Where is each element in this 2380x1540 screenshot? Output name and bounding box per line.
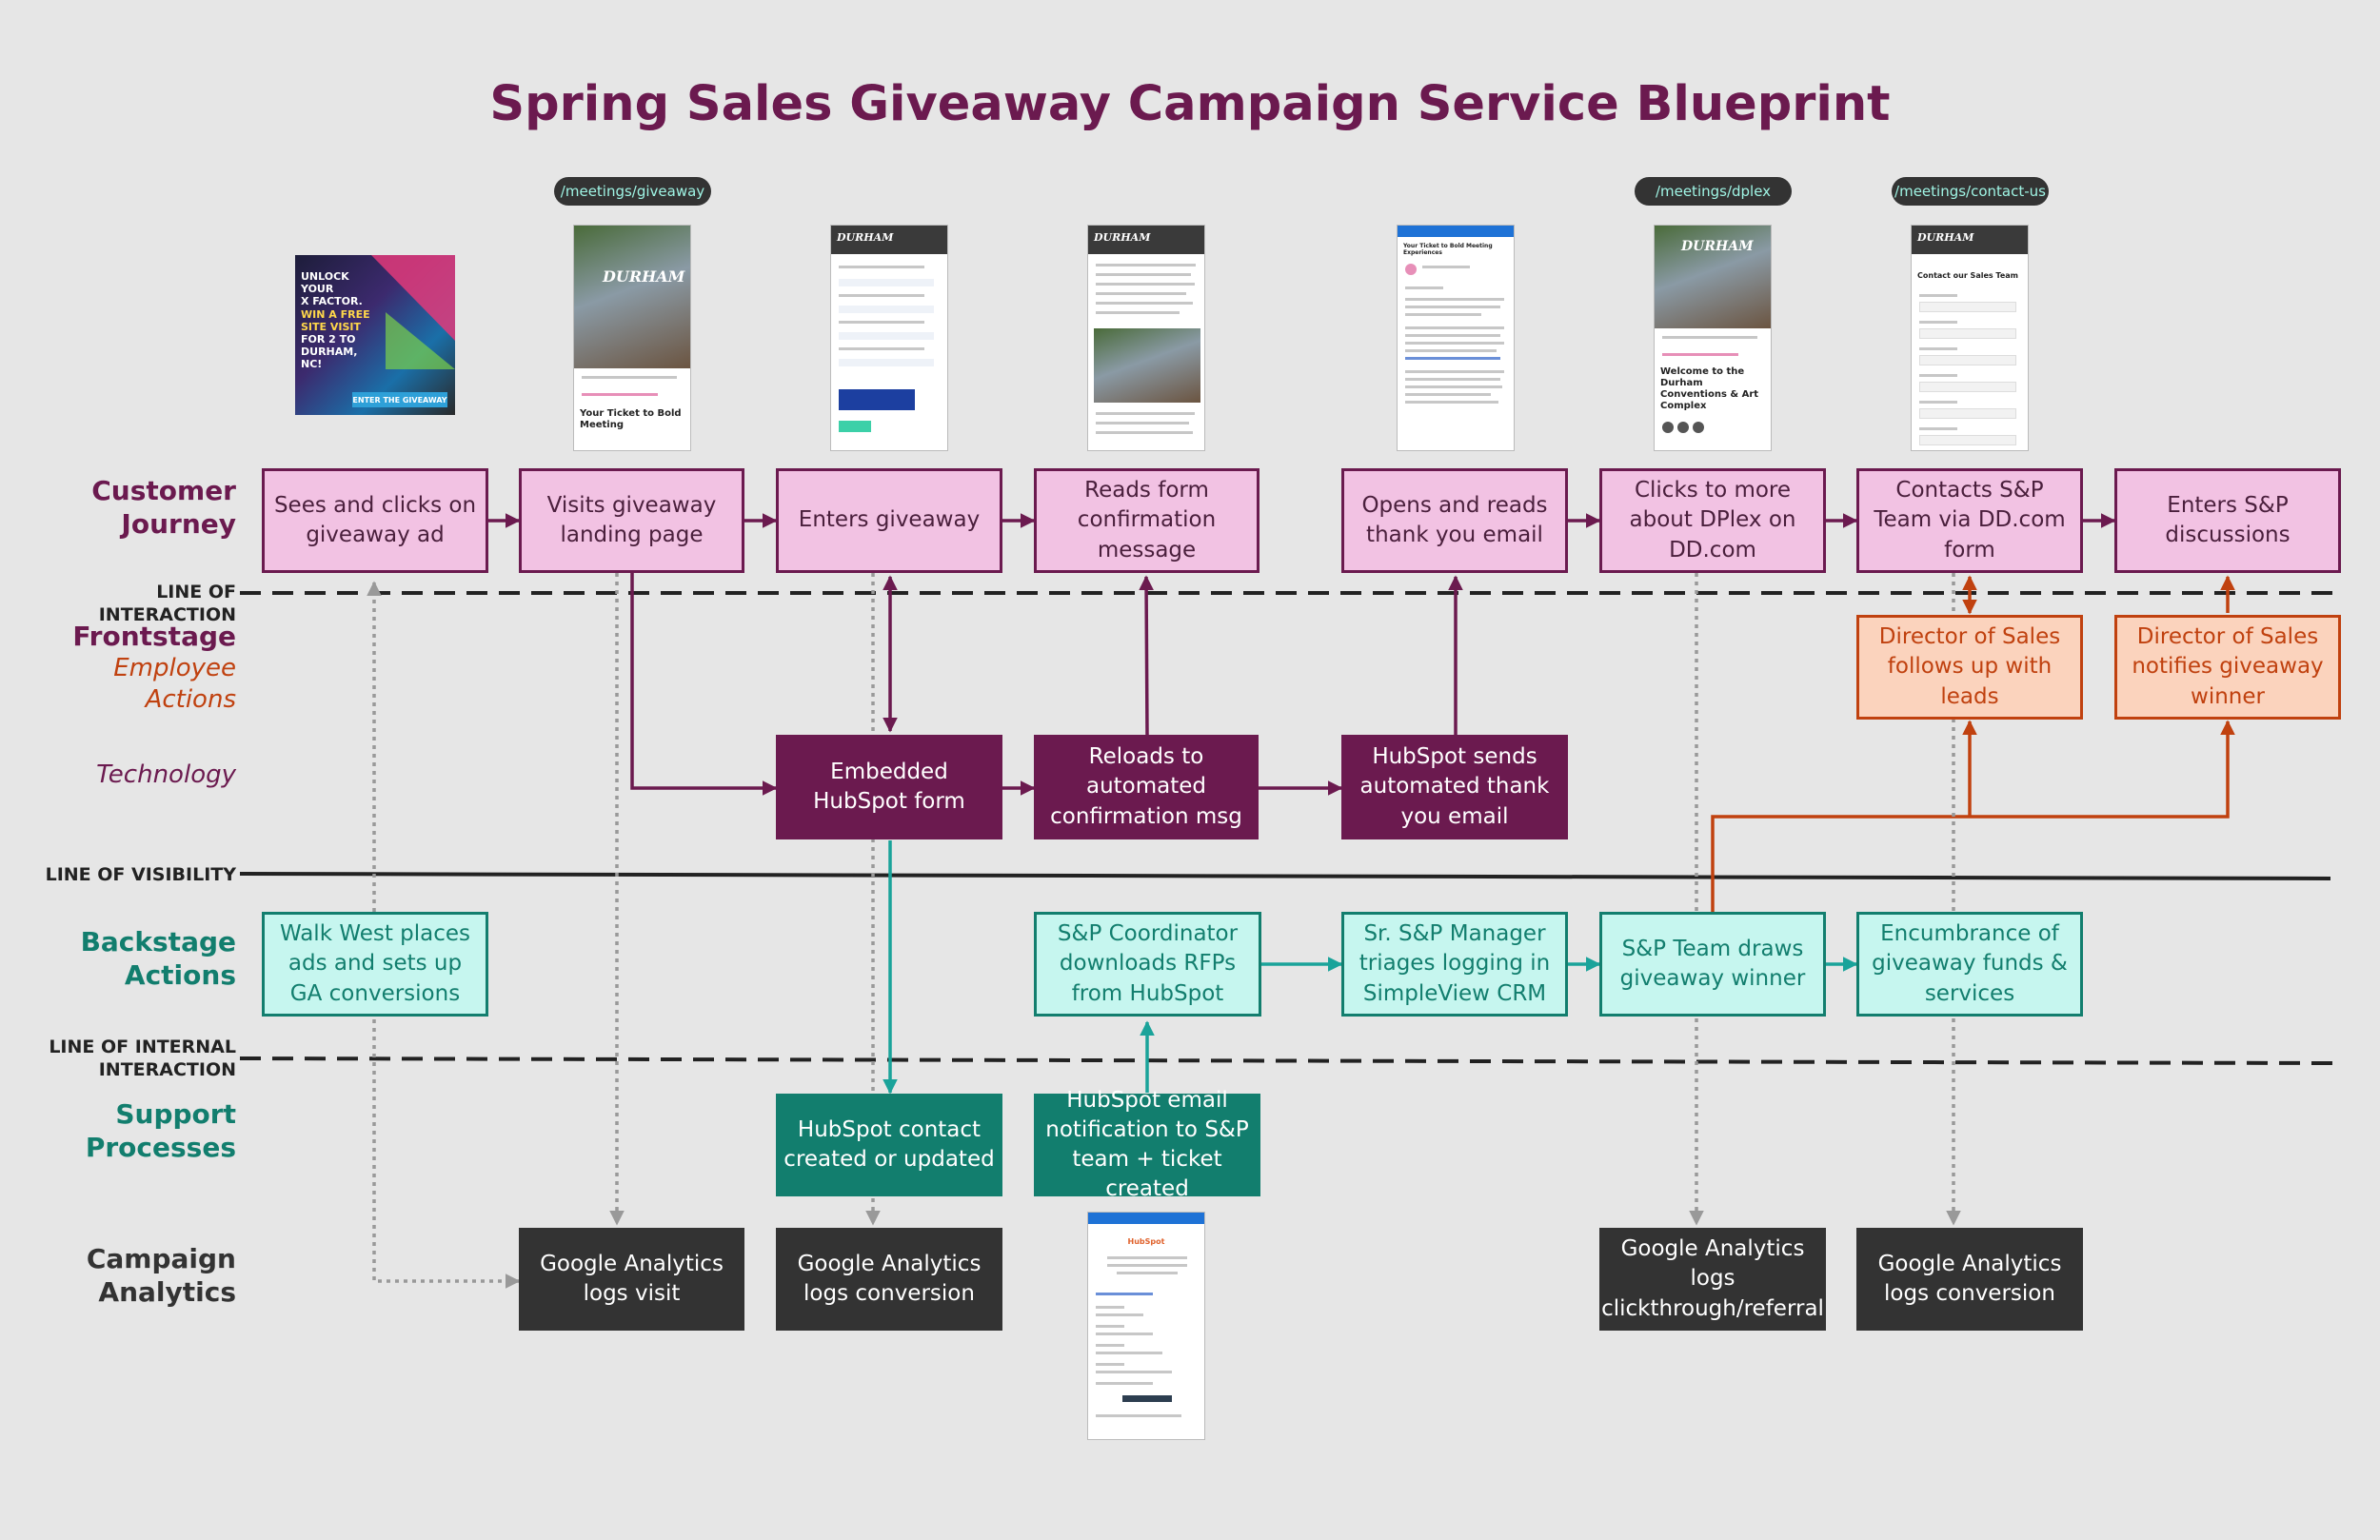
url-pill-contact: /meetings/contact-us [1892, 177, 2049, 206]
logo-durham: DURHAM [837, 231, 894, 244]
lane-frontstage: Frontstage [72, 621, 236, 652]
back-walk-west-ads: Walk West places ads and sets up GA conv… [262, 912, 488, 1017]
lane-label-line: Processes [85, 1132, 236, 1163]
dotted-ga-walkwest [367, 581, 521, 1289]
tech-reloads-confirmation: Reloads to automated confirmation msg [1034, 735, 1259, 839]
ad-text-line: DURHAM, NC! [301, 346, 358, 371]
tech-embedded-hubspot-form: Embedded HubSpot form [776, 735, 1002, 839]
logo-durham: DURHAM [603, 267, 685, 286]
landing-heading: Your Ticket to Bold Meeting [580, 408, 682, 430]
logo-durham: DURHAM [1681, 239, 1754, 254]
ad-text-line: X FACTOR. [301, 295, 363, 308]
lane-label-line: Journey [121, 508, 236, 540]
emp-director-notifies-winner: Director of Sales notifies giveaway winn… [2114, 615, 2341, 720]
cj-enters-giveaway: Enters giveaway [776, 468, 1002, 573]
lane-employee-actions: Employee Actions [38, 653, 236, 715]
ga-logs-conversion: Google Analytics logs conversion [776, 1228, 1002, 1331]
cj-opens-thank-you-email: Opens and reads thank you email [1341, 468, 1568, 573]
url-pill-giveaway: /meetings/giveaway [554, 177, 711, 206]
cj-clicks-dplex: Clicks to more about DPlex on DD.com [1599, 468, 1826, 573]
arrow-cj2-tech1 [630, 573, 778, 796]
line-of-internal-interaction [239, 1056, 2333, 1065]
lane-label-line: Employee [113, 654, 236, 682]
confirmation-screenshot: DURHAM [1087, 225, 1205, 451]
cj-visits-landing-page: Visits giveaway landing page [519, 468, 744, 573]
hubspot-logo: HubSpot [1127, 1237, 1165, 1246]
ad-text-line: WIN A FREE [301, 307, 370, 321]
page-title: Spring Sales Giveaway Campaign Service B… [489, 76, 1891, 132]
emp-director-follows-up: Director of Sales follows up with leads [1856, 615, 2083, 720]
hubspot-email-screenshot: HubSpot [1087, 1212, 1205, 1440]
contact-form-screenshot: DURHAM Contact our Sales Team [1911, 225, 2029, 451]
line-label-line: LINE OF INTERNAL [49, 1037, 236, 1057]
cj-contacts-sp-team: Contacts S&P Team via DD.com form [1856, 468, 2083, 573]
thank-you-email-screenshot: Your Ticket to Bold Meeting Experiences [1397, 225, 1515, 451]
lane-label-line: Analytics [98, 1276, 236, 1308]
lane-campaign-analytics: Campaign Analytics [38, 1242, 236, 1309]
contact-heading: Contact our Sales Team [1917, 271, 2018, 280]
dplex-page-screenshot: DURHAM Welcome to the Durham Conventions… [1654, 225, 1772, 451]
logo-durham: DURHAM [1094, 231, 1151, 244]
cj-sees-clicks-ad: Sees and clicks on giveaway ad [262, 468, 488, 573]
lane-label-line: Campaign [86, 1243, 236, 1274]
ga-logs-conversion-contact: Google Analytics logs conversion [1856, 1228, 2083, 1331]
landing-page-screenshot: DURHAM Your Ticket to Bold Meeting [573, 225, 691, 451]
lane-backstage-actions: Backstage Actions [38, 925, 236, 992]
ad-cta-button: ENTER THE GIVEAWAY [352, 392, 447, 407]
line-label-line: INTERACTION [98, 1058, 236, 1080]
back-coordinator-downloads-rfps: S&P Coordinator downloads RFPs from HubS… [1034, 912, 1261, 1017]
cj-enters-sp-discussions: Enters S&P discussions [2114, 468, 2341, 573]
lane-support-processes: Support Processes [38, 1097, 236, 1164]
logo-durham: DURHAM [1917, 231, 1974, 244]
tech-hubspot-sends-email: HubSpot sends automated thank you email [1341, 735, 1568, 839]
line-of-visibility-label: LINE OF VISIBILITY [45, 864, 236, 885]
back-manager-triages-crm: Sr. S&P Manager triages logging in Simpl… [1341, 912, 1568, 1017]
arrow-tech2-cj4 [1139, 575, 1154, 736]
ga-logs-clickthrough: Google Analytics logs clickthrough/refer… [1599, 1228, 1826, 1331]
lane-label-line: Backstage [80, 926, 236, 958]
lane-label-line: Actions [124, 959, 236, 991]
giveaway-ad-image: UNLOCK YOUR X FACTOR. WIN A FREE SITE VI… [295, 255, 455, 415]
cj-reads-confirmation: Reads form confirmation message [1034, 468, 1259, 573]
ad-text-line: UNLOCK YOUR [301, 270, 349, 296]
url-pill-dplex: /meetings/dplex [1635, 177, 1792, 206]
back-encumbrance-funds: Encumbrance of giveaway funds & services [1856, 912, 2083, 1017]
sup-hubspot-email-notification: HubSpot email notification to S&P team +… [1034, 1088, 1260, 1201]
ad-headline: UNLOCK YOUR X FACTOR. WIN A FREE SITE VI… [301, 270, 377, 371]
lane-customer-journey: Customer Journey [38, 474, 236, 541]
lane-technology: Technology [96, 760, 236, 789]
sup-hubspot-contact-created: HubSpot contact created or updated [776, 1094, 1002, 1196]
back-team-draws-winner: S&P Team draws giveaway winner [1599, 912, 1826, 1017]
ad-text-line: SITE VISIT [301, 320, 361, 333]
line-of-internal-interaction-label: LINE OF INTERNAL INTERACTION [19, 1037, 236, 1082]
lane-label-line: Customer [91, 475, 236, 506]
dplex-heading: Welcome to the Durham Conventions & Art … [1660, 366, 1759, 411]
ga-logs-visit: Google Analytics logs visit [519, 1228, 744, 1331]
line-of-visibility [239, 872, 2331, 880]
ad-text-line: FOR 2 TO [301, 332, 356, 346]
lane-label-line: Support [115, 1098, 236, 1130]
lane-label-line: Actions [145, 684, 236, 714]
form-screenshot: DURHAM [830, 225, 948, 451]
line-of-interaction-label: LINE OF INTERACTION [98, 582, 236, 625]
email-heading: Your Ticket to Bold Meeting Experiences [1403, 243, 1493, 257]
